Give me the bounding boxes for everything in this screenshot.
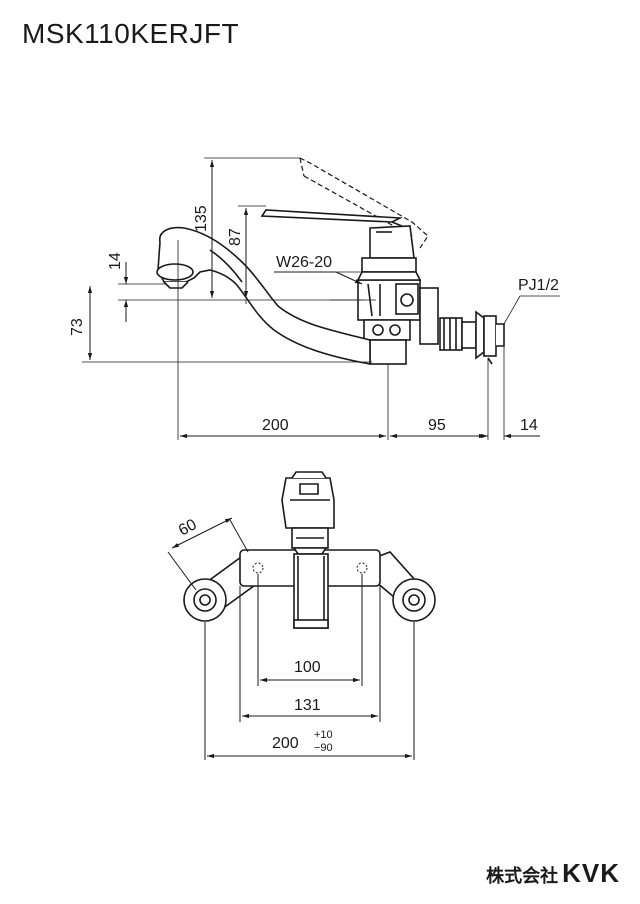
- brand-logo: 株式会社 KVK: [486, 858, 620, 889]
- dim-200-side: 200: [262, 417, 289, 434]
- dim-200-front: 200: [272, 735, 299, 752]
- raised-lever-dashed: [299, 157, 429, 249]
- right-joint: [392, 578, 436, 622]
- dim-135: 135: [193, 205, 210, 232]
- handle-head: [281, 471, 335, 555]
- valve-body: [356, 257, 439, 365]
- dim-73: 73: [69, 318, 86, 336]
- tolerance-minus: −90: [314, 742, 333, 754]
- spout: [156, 226, 371, 365]
- dim-87: 87: [227, 228, 244, 246]
- dimension-lines: [87, 160, 540, 439]
- drawing-title: MSK110KERJFT: [22, 18, 240, 49]
- brand-kvk-logo: KVK: [562, 858, 620, 888]
- brand-japanese-text: 株式会社: [486, 866, 559, 887]
- dim-14-vertical: 14: [107, 252, 124, 270]
- dim-14-horizontal: 14: [520, 417, 538, 434]
- dim-95: 95: [428, 417, 446, 434]
- label-pj1-2: PJ1/2: [518, 277, 559, 294]
- spout-front: [293, 553, 329, 629]
- front-dimension-lines: [167, 517, 415, 760]
- dim-60: 60: [176, 516, 200, 539]
- left-joint: [183, 578, 227, 622]
- extension-lines: [82, 157, 560, 440]
- wall-connector: [439, 310, 505, 365]
- lever-handle: [260, 209, 415, 259]
- front-view: [183, 471, 436, 629]
- dim-131: 131: [294, 697, 321, 714]
- side-view: [82, 157, 560, 440]
- dim-100: 100: [294, 659, 321, 676]
- tolerance-plus: +10: [314, 729, 333, 741]
- label-w26-20: W26-20: [276, 254, 332, 271]
